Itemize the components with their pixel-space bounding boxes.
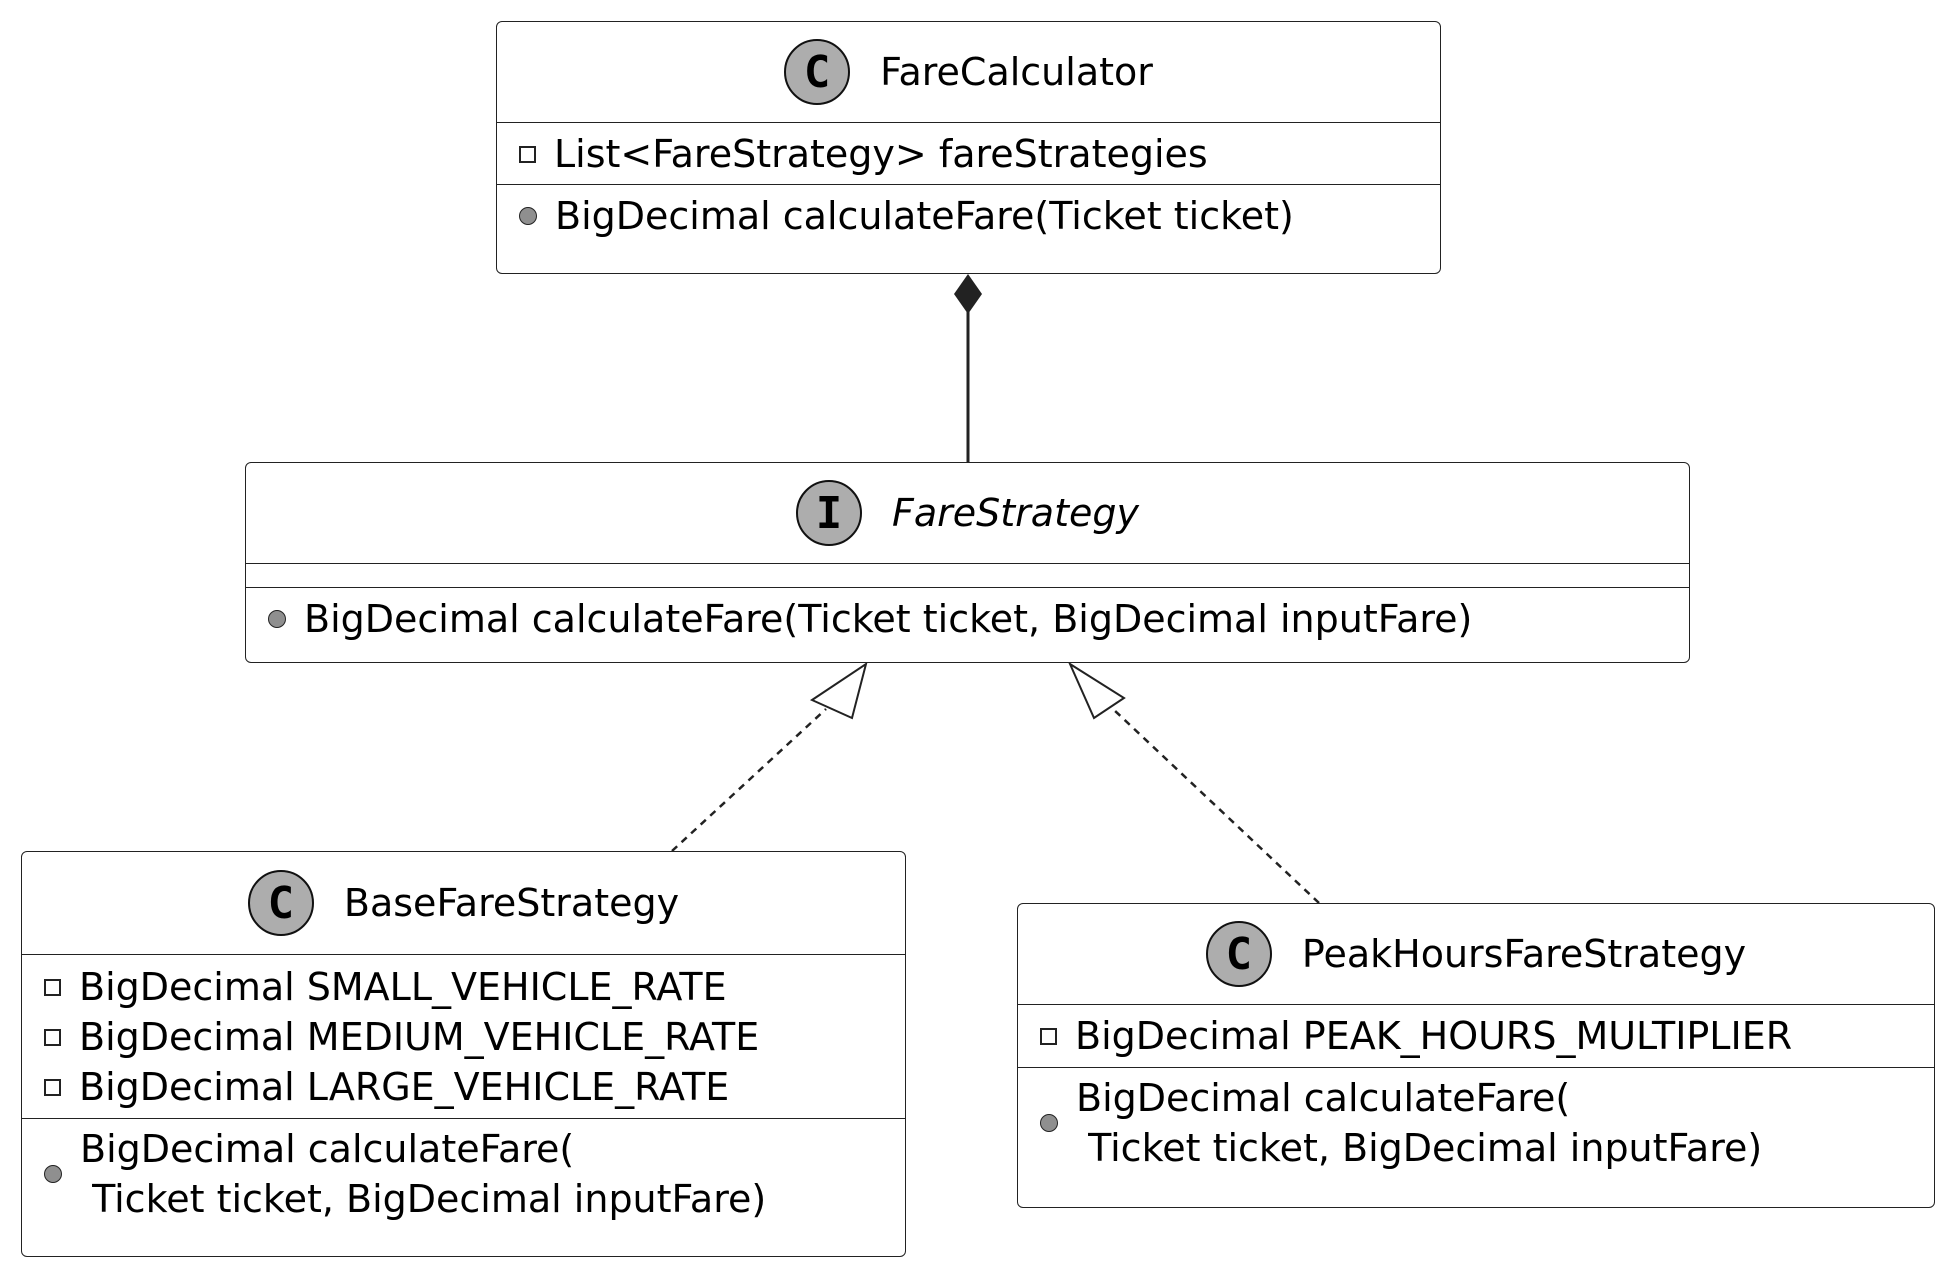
fields-section: List<FareStrategy> fareStrategies: [497, 122, 1440, 184]
method-text: BigDecimal calculateFare(Ticket ticket): [555, 194, 1294, 238]
class-peak-hours-fare-strategy: C PeakHoursFareStrategy BigDecimal PEAK_…: [1017, 903, 1935, 1208]
class-fare-calculator: C FareCalculator List<FareStrategy> fare…: [496, 21, 1441, 274]
class-header: C BaseFareStrategy: [22, 852, 905, 954]
method-row: BigDecimal calculateFare( Ticket ticket,…: [1018, 1073, 1934, 1173]
fields-section: [246, 563, 1689, 587]
field-row: List<FareStrategy> fareStrategies: [497, 129, 1440, 179]
class-badge-icon: C: [784, 39, 851, 105]
interface-badge-icon: I: [796, 480, 863, 546]
field-row: BigDecimal MEDIUM_VEHICLE_RATE: [22, 1012, 905, 1062]
private-visibility-icon: [519, 145, 536, 163]
method-text: BigDecimal calculateFare(Ticket ticket, …: [304, 597, 1473, 641]
methods-section: BigDecimal calculateFare( Ticket ticket,…: [1018, 1067, 1934, 1177]
method-text: BigDecimal calculateFare( Ticket ticket,…: [80, 1127, 767, 1221]
field-text: List<FareStrategy> fareStrategies: [554, 132, 1208, 176]
field-text: BigDecimal MEDIUM_VEHICLE_RATE: [79, 1015, 760, 1059]
realization-relation-peak: [1067, 661, 1320, 904]
method-row: BigDecimal calculateFare(Ticket ticket): [497, 191, 1440, 241]
field-row: BigDecimal LARGE_VEHICLE_RATE: [22, 1062, 905, 1112]
fields-section: BigDecimal PEAK_HOURS_MULTIPLIER: [1018, 1004, 1934, 1067]
methods-section: BigDecimal calculateFare(Ticket ticket): [497, 184, 1440, 245]
method-text: BigDecimal calculateFare( Ticket ticket,…: [1076, 1076, 1763, 1170]
class-base-fare-strategy: C BaseFareStrategy BigDecimal SMALL_VEHI…: [21, 851, 906, 1257]
public-visibility-icon: [44, 1165, 62, 1183]
method-row: BigDecimal calculateFare(Ticket ticket, …: [246, 594, 1689, 644]
class-header: C PeakHoursFareStrategy: [1018, 904, 1934, 1004]
method-row: BigDecimal calculateFare( Ticket ticket,…: [22, 1124, 905, 1224]
composition-diamond-icon: [954, 274, 982, 314]
realization-relation-base: [671, 661, 868, 852]
class-badge-icon: C: [247, 870, 314, 936]
interface-fare-strategy: I FareStrategy BigDecimal calculateFare(…: [245, 462, 1690, 663]
private-visibility-icon: [44, 978, 61, 996]
composition-relation: [954, 274, 982, 462]
class-name: PeakHoursFareStrategy: [1301, 932, 1747, 976]
interface-header: I FareStrategy: [246, 463, 1689, 563]
class-name: FareCalculator: [880, 50, 1153, 94]
class-name: BaseFareStrategy: [343, 881, 680, 925]
private-visibility-icon: [1040, 1027, 1057, 1045]
methods-section: BigDecimal calculateFare(Ticket ticket, …: [246, 587, 1689, 648]
class-header: C FareCalculator: [497, 22, 1440, 122]
class-badge-icon: C: [1205, 921, 1272, 987]
field-text: BigDecimal LARGE_VEHICLE_RATE: [79, 1065, 730, 1109]
public-visibility-icon: [1040, 1114, 1058, 1132]
realization-arrowhead-icon: [1067, 661, 1126, 720]
methods-section: BigDecimal calculateFare( Ticket ticket,…: [22, 1118, 905, 1228]
field-row: BigDecimal SMALL_VEHICLE_RATE: [22, 962, 905, 1012]
field-row: BigDecimal PEAK_HOURS_MULTIPLIER: [1018, 1011, 1934, 1061]
realization-arrowhead-icon: [809, 661, 868, 720]
public-visibility-icon: [268, 610, 286, 628]
private-visibility-icon: [44, 1028, 61, 1046]
private-visibility-icon: [44, 1078, 61, 1096]
field-text: BigDecimal SMALL_VEHICLE_RATE: [79, 965, 727, 1009]
interface-name: FareStrategy: [892, 491, 1139, 535]
fields-section: BigDecimal SMALL_VEHICLE_RATE BigDecimal…: [22, 954, 905, 1118]
public-visibility-icon: [519, 207, 537, 225]
field-text: BigDecimal PEAK_HOURS_MULTIPLIER: [1075, 1014, 1793, 1058]
